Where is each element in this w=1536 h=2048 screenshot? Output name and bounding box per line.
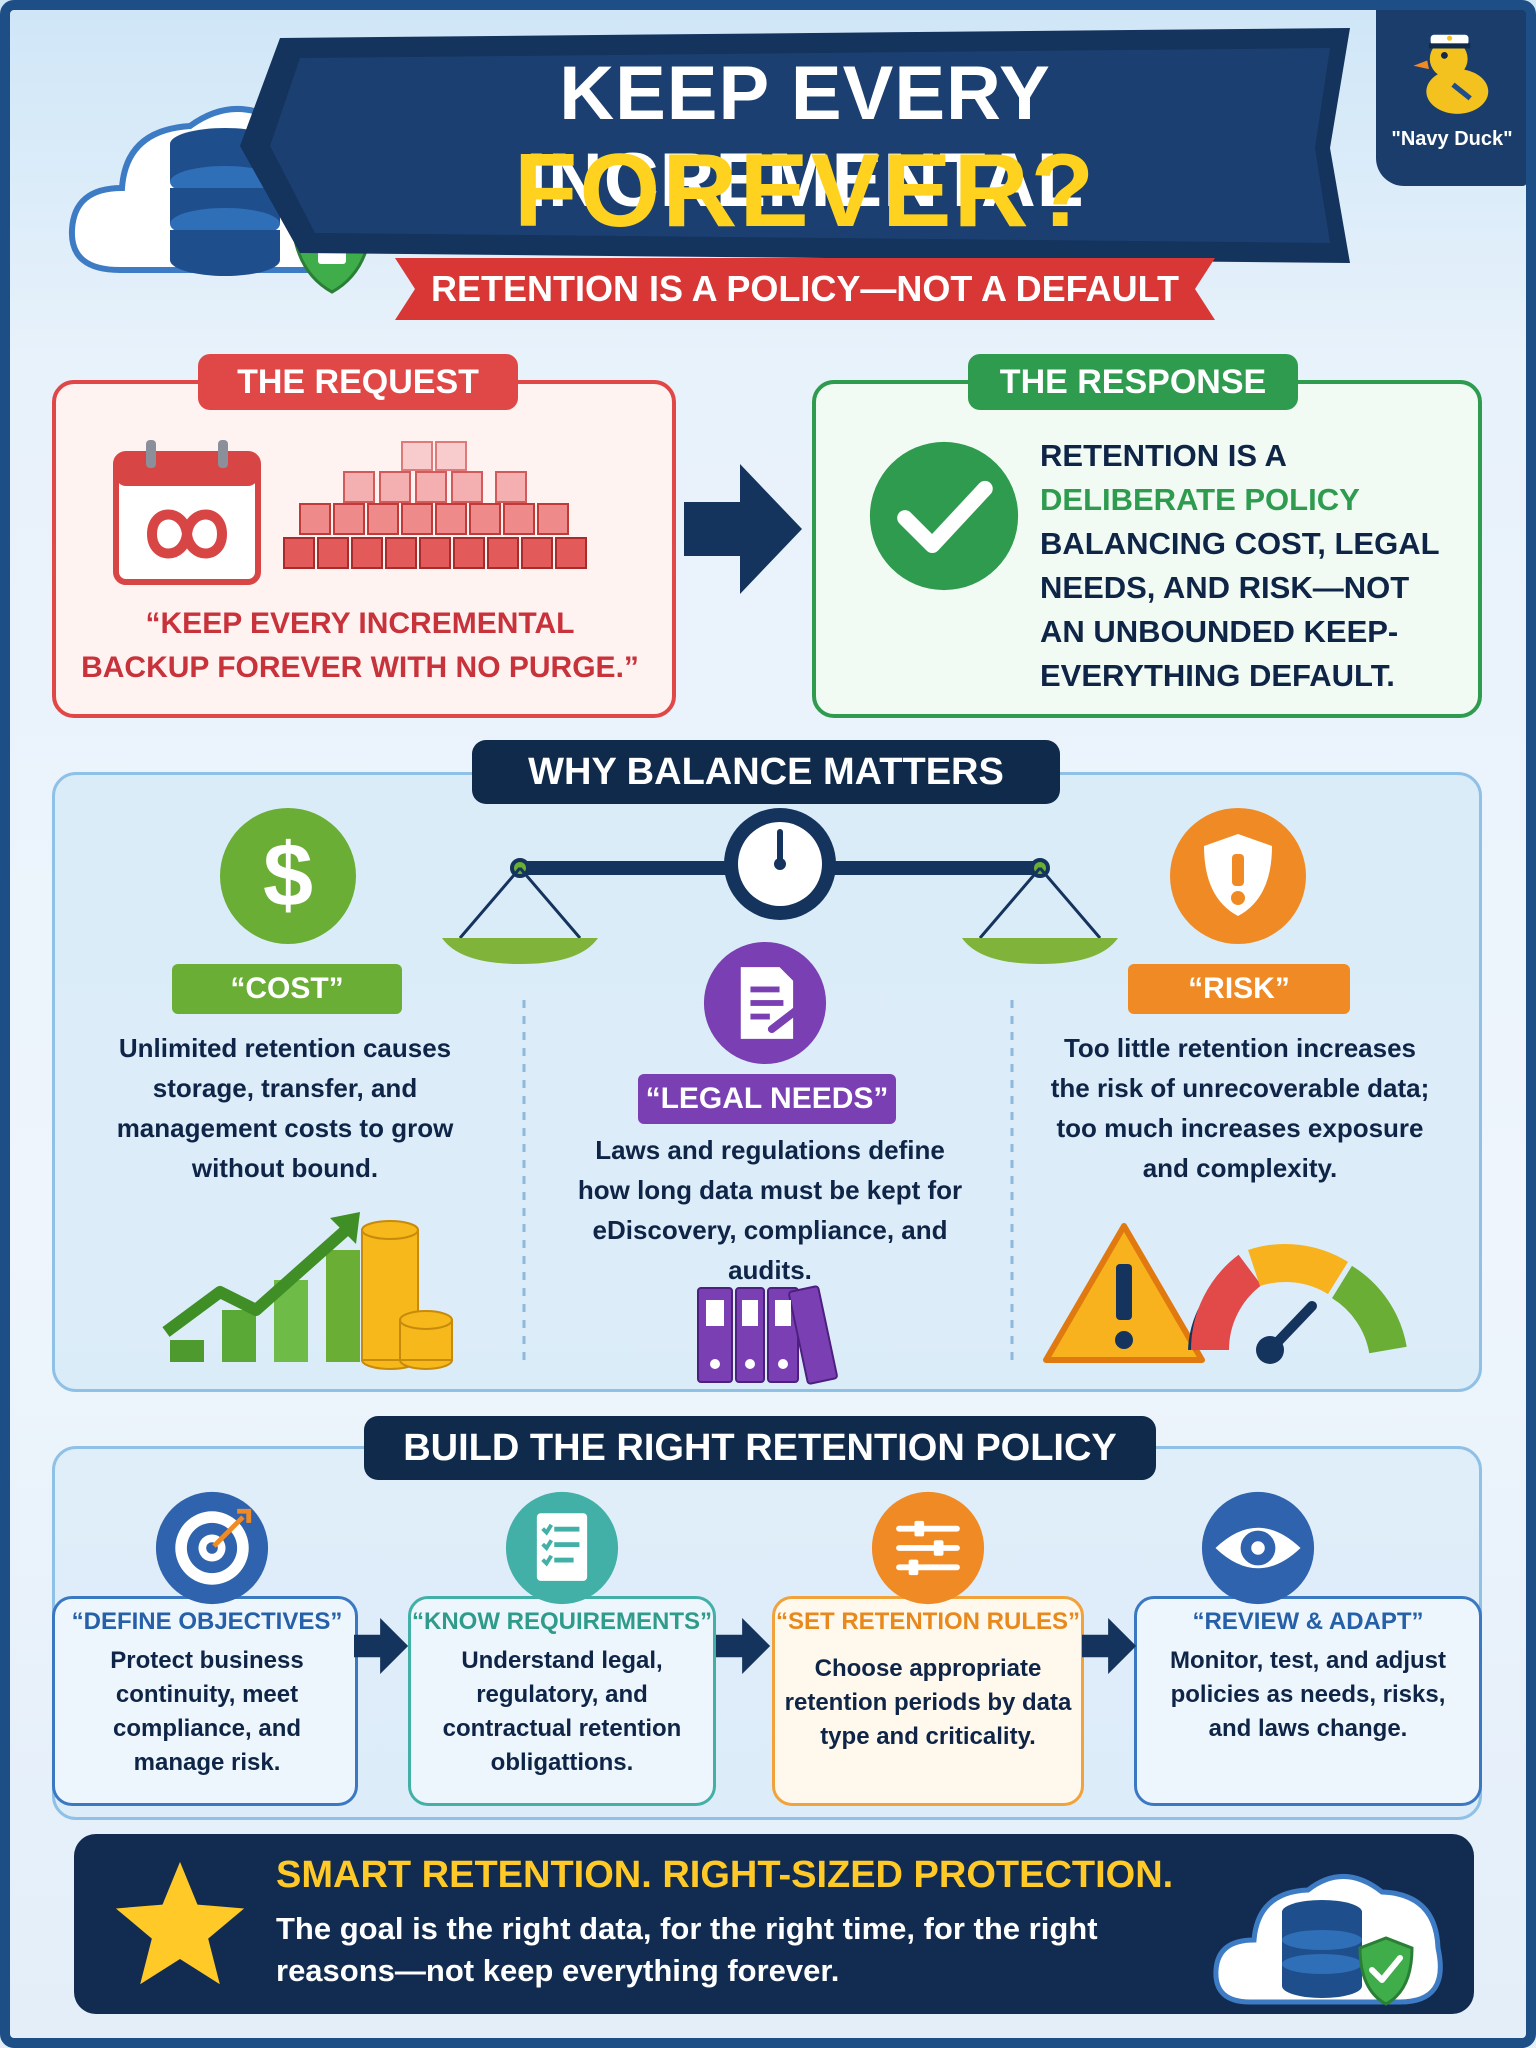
build-heading: BUILD THE RIGHT RETENTION POLICY [364,1416,1156,1480]
response-text: RETENTION IS A DELIBERATE POLICY BALANCI… [1040,438,1439,693]
mascot-label: "Navy Duck" [1391,128,1513,150]
title-line-1: KEEP EVERY INCREMENTAL [525,51,1085,223]
title-line-2: FOREVER? [513,133,1097,249]
step-arrow-2-icon [716,1618,771,1674]
arrow-right-icon [684,464,802,594]
balance-scale-icon [442,808,1118,964]
duck-mascot-icon [1413,34,1489,114]
legal-needs-description: Laws and regulations define how long dat… [577,1135,963,1285]
request-tab: THE REQUEST [198,354,518,410]
step-arrow-3-icon [1082,1618,1137,1674]
eye-icon [1201,1491,1315,1605]
risk-label: “RISK” [1128,964,1350,1014]
step-set-retention-rules [772,1596,1084,1806]
backup-blocks-icon [283,441,587,569]
divider-dashed-right [1010,1000,1014,1360]
cost-label: “COST” [172,964,402,1014]
step-know-requirements [408,1596,716,1806]
risk-description: Too little retention increases the risk … [1050,1033,1430,1183]
step-1-description: Protect business continuity, meet compli… [110,1647,304,1776]
request-quote: “KEEP EVERY INCREMENTAL BACKUP FOREVER W… [81,607,639,684]
shield-alert-icon [1170,808,1306,944]
response-highlight: DELIBERATE POLICY [1040,482,1360,517]
warning-gauge-icon [1043,1223,1407,1364]
step-2-description: Understand legal, regulatory, and contra… [442,1647,682,1776]
step-4-description: Monitor, test, and adjust policies as ne… [1169,1647,1446,1742]
footer-title: SMART RETENTION. RIGHT-SIZED PROTECTION. [276,1854,1174,1896]
star-icon [115,1861,245,1985]
step-review-adapt [1134,1596,1482,1806]
binders-icon [697,1285,838,1385]
subtitle-ribbon [395,258,1215,320]
response-tab: THE RESPONSE [968,354,1298,410]
legal-document-icon [703,941,827,1065]
checkmark-icon [869,441,1019,591]
target-icon [155,1491,269,1605]
step-3-description: Choose appropriate retention periods by … [784,1655,1072,1750]
legal-needs-label: “LEGAL NEEDS” [638,1074,896,1124]
step-3-title: “SET RETENTION RULES” [775,1608,1081,1635]
step-4-title: “REVIEW & ADAPT” [1192,1608,1424,1635]
infinity-calendar-icon [113,440,261,585]
dollar-icon: $ [220,808,356,944]
footer-text: The goal is the right data, for the righ… [276,1911,1098,1988]
divider-dashed-left [522,1000,526,1360]
response-card [812,380,1482,718]
balance-heading: WHY BALANCE MATTERS [472,740,1060,804]
title-banner [240,28,1350,263]
sliders-icon [871,1491,985,1605]
subtitle: RETENTION IS A POLICY—NOT A DEFAULT [430,268,1179,309]
step-2-title: “KNOW REQUIREMENTS” [412,1608,712,1635]
cost-description: Unlimited retention causes storage, tran… [116,1033,454,1183]
step-arrow-1-icon [354,1618,409,1674]
svg-text:$: $ [263,826,313,926]
checklist-icon [505,1491,619,1605]
step-1-title: “DEFINE OBJECTIVES” [71,1608,343,1635]
cloud-database-shield-icon [1213,1874,1443,2006]
growth-chart-coins-icon [162,1212,453,1370]
